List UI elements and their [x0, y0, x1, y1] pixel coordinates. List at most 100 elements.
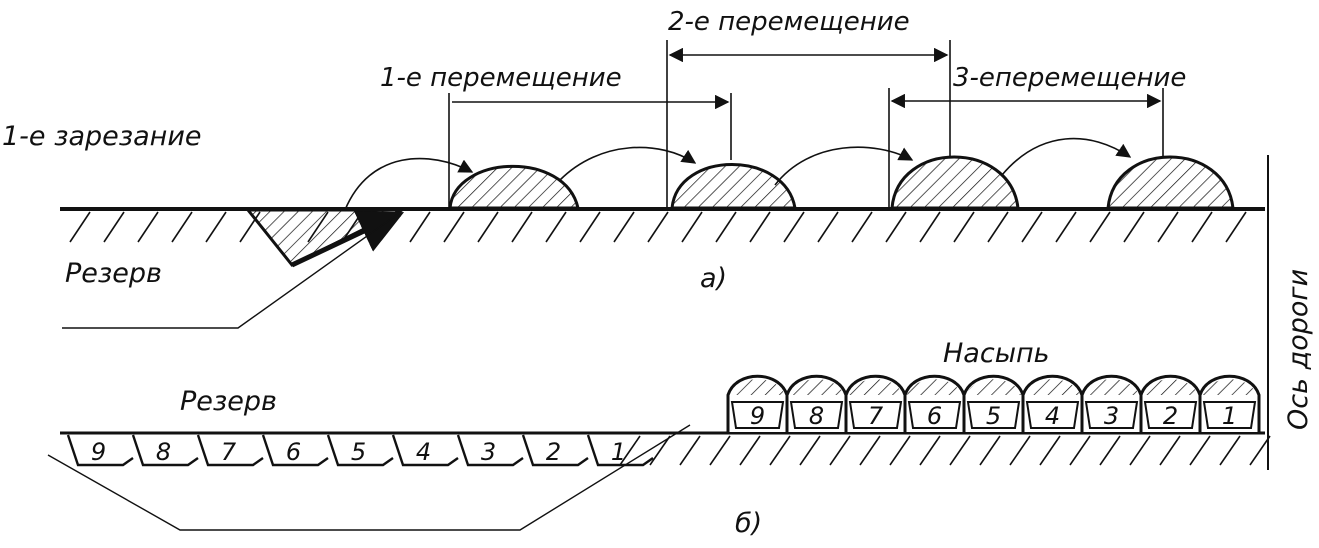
reserve-cell: [391, 434, 459, 467]
embankment-cap: [789, 379, 844, 395]
hatch-stroke: [953, 211, 975, 243]
hatch-stroke: [1191, 211, 1213, 243]
hatch-stroke: [579, 211, 601, 243]
hatch-stroke: [739, 435, 761, 466]
embankment-cell-number: 5: [986, 402, 1001, 430]
hatch-stroke: [1089, 211, 1111, 243]
reserve-cell-number: 1: [611, 438, 626, 466]
label-embankment: Насыпь: [943, 338, 1050, 369]
embankment-cell-number: 4: [1045, 402, 1060, 430]
label-move-3: 3-еперемещение: [953, 63, 1186, 93]
hatch-stroke: [749, 211, 771, 243]
hatch-stroke: [443, 211, 465, 243]
hatch-stroke: [889, 435, 911, 466]
hatch-stroke: [783, 211, 805, 243]
embankment-cell-inner: [730, 401, 785, 429]
hatch-stroke: [1123, 211, 1145, 243]
embankment-cell-inner: [966, 401, 1021, 429]
hatch-stroke: [715, 211, 737, 243]
hatch-stroke: [103, 211, 125, 243]
hatch-stroke: [1009, 435, 1031, 466]
hatch-stroke: [885, 211, 907, 243]
hatch-stroke: [1157, 211, 1179, 243]
embankment-cell-number: 9: [750, 402, 765, 430]
embankment-cap: [907, 379, 962, 395]
hatch-stroke: [1069, 435, 1091, 466]
embankment-cell-number: 7: [868, 402, 884, 430]
embankment-cap: [1143, 379, 1198, 395]
label-road-axis: Ось дороги: [1283, 269, 1314, 430]
caption-b: б): [735, 508, 762, 539]
hatch-stroke: [1159, 435, 1181, 466]
embankment-cell-inner: [907, 401, 962, 429]
embankment-cell-number: 6: [927, 402, 942, 430]
embankment-cell-number: 3: [1104, 402, 1119, 430]
hatch-stroke: [647, 211, 669, 243]
hatch-stroke: [1189, 435, 1211, 466]
embankment-cell-inner: [1143, 401, 1198, 429]
reserve-cell: [131, 434, 199, 467]
label-reserve-b: Резерв: [180, 386, 277, 417]
embankment-cell-number: 8: [809, 402, 824, 430]
embankment-cell-inner: [789, 401, 844, 429]
reserve-cell-number: 7: [221, 438, 237, 466]
ground-hatching-a: [69, 211, 1247, 243]
reserve-outline-b: [47, 424, 691, 531]
part-a: 1-е зарезание Резерв 1-е перемещение 2-е…: [2, 7, 1265, 329]
hatch-stroke: [1039, 435, 1061, 466]
hatch-stroke: [949, 435, 971, 466]
hatch-stroke: [1129, 435, 1151, 466]
hatch-stroke: [919, 211, 941, 243]
hatch-stroke: [613, 211, 635, 243]
reserve-cell-number: 9: [91, 438, 106, 466]
hatch-stroke: [205, 211, 227, 243]
reserve-cell: [261, 434, 329, 467]
embankment-cap: [730, 379, 785, 395]
embankment-cap: [1025, 379, 1080, 395]
hatch-stroke: [69, 211, 91, 243]
hatch-stroke: [619, 435, 641, 466]
soil-mound-4: [1106, 155, 1235, 210]
hatch-stroke: [679, 435, 701, 466]
soil-mound-3: [890, 155, 1020, 210]
hatch-stroke: [709, 435, 731, 466]
embankment-cell-inner: [1202, 401, 1257, 429]
reserve-outline-a: [62, 213, 399, 329]
hatch-stroke: [511, 211, 533, 243]
label-first-cut: 1-е зарезание: [2, 121, 201, 152]
hatch-stroke: [681, 211, 703, 243]
hatch-stroke: [817, 211, 839, 243]
reserve-cell: [326, 434, 394, 467]
hatch-stroke: [919, 435, 941, 466]
hatch-stroke: [1249, 435, 1271, 466]
embankment-cell-inner: [848, 401, 903, 429]
hatch-stroke: [829, 435, 851, 466]
reserve-cell-number: 4: [416, 438, 431, 466]
reserve-cell-number: 3: [481, 438, 496, 466]
hatch-stroke: [171, 211, 193, 243]
hatch-stroke: [1055, 211, 1077, 243]
hatch-stroke: [859, 435, 881, 466]
hatch-stroke: [409, 211, 431, 243]
embankment-cap: [1202, 379, 1257, 395]
embankment-cell-number: 2: [1163, 402, 1178, 430]
embankment-cap: [1084, 379, 1139, 395]
hatch-stroke: [979, 435, 1001, 466]
hatch-stroke: [1219, 435, 1241, 466]
label-move-1: 1-е перемещение: [380, 63, 622, 93]
hatch-stroke: [137, 211, 159, 243]
hatch-stroke: [1225, 211, 1247, 243]
hatch-stroke: [851, 211, 873, 243]
reserve-cell: [456, 434, 524, 467]
reserve-cell-number: 8: [156, 438, 171, 466]
hatch-stroke: [1099, 435, 1121, 466]
embankment-cell-number: 1: [1222, 402, 1237, 430]
reserve-cell-number: 6: [286, 438, 301, 466]
soil-mound-2: [670, 163, 797, 210]
label-move-2: 2-е перемещение: [668, 7, 910, 37]
hatch-stroke: [799, 435, 821, 466]
hatch-stroke: [545, 211, 567, 243]
reserve-cell: [196, 434, 264, 467]
reserve-cell-number: 2: [546, 438, 561, 466]
